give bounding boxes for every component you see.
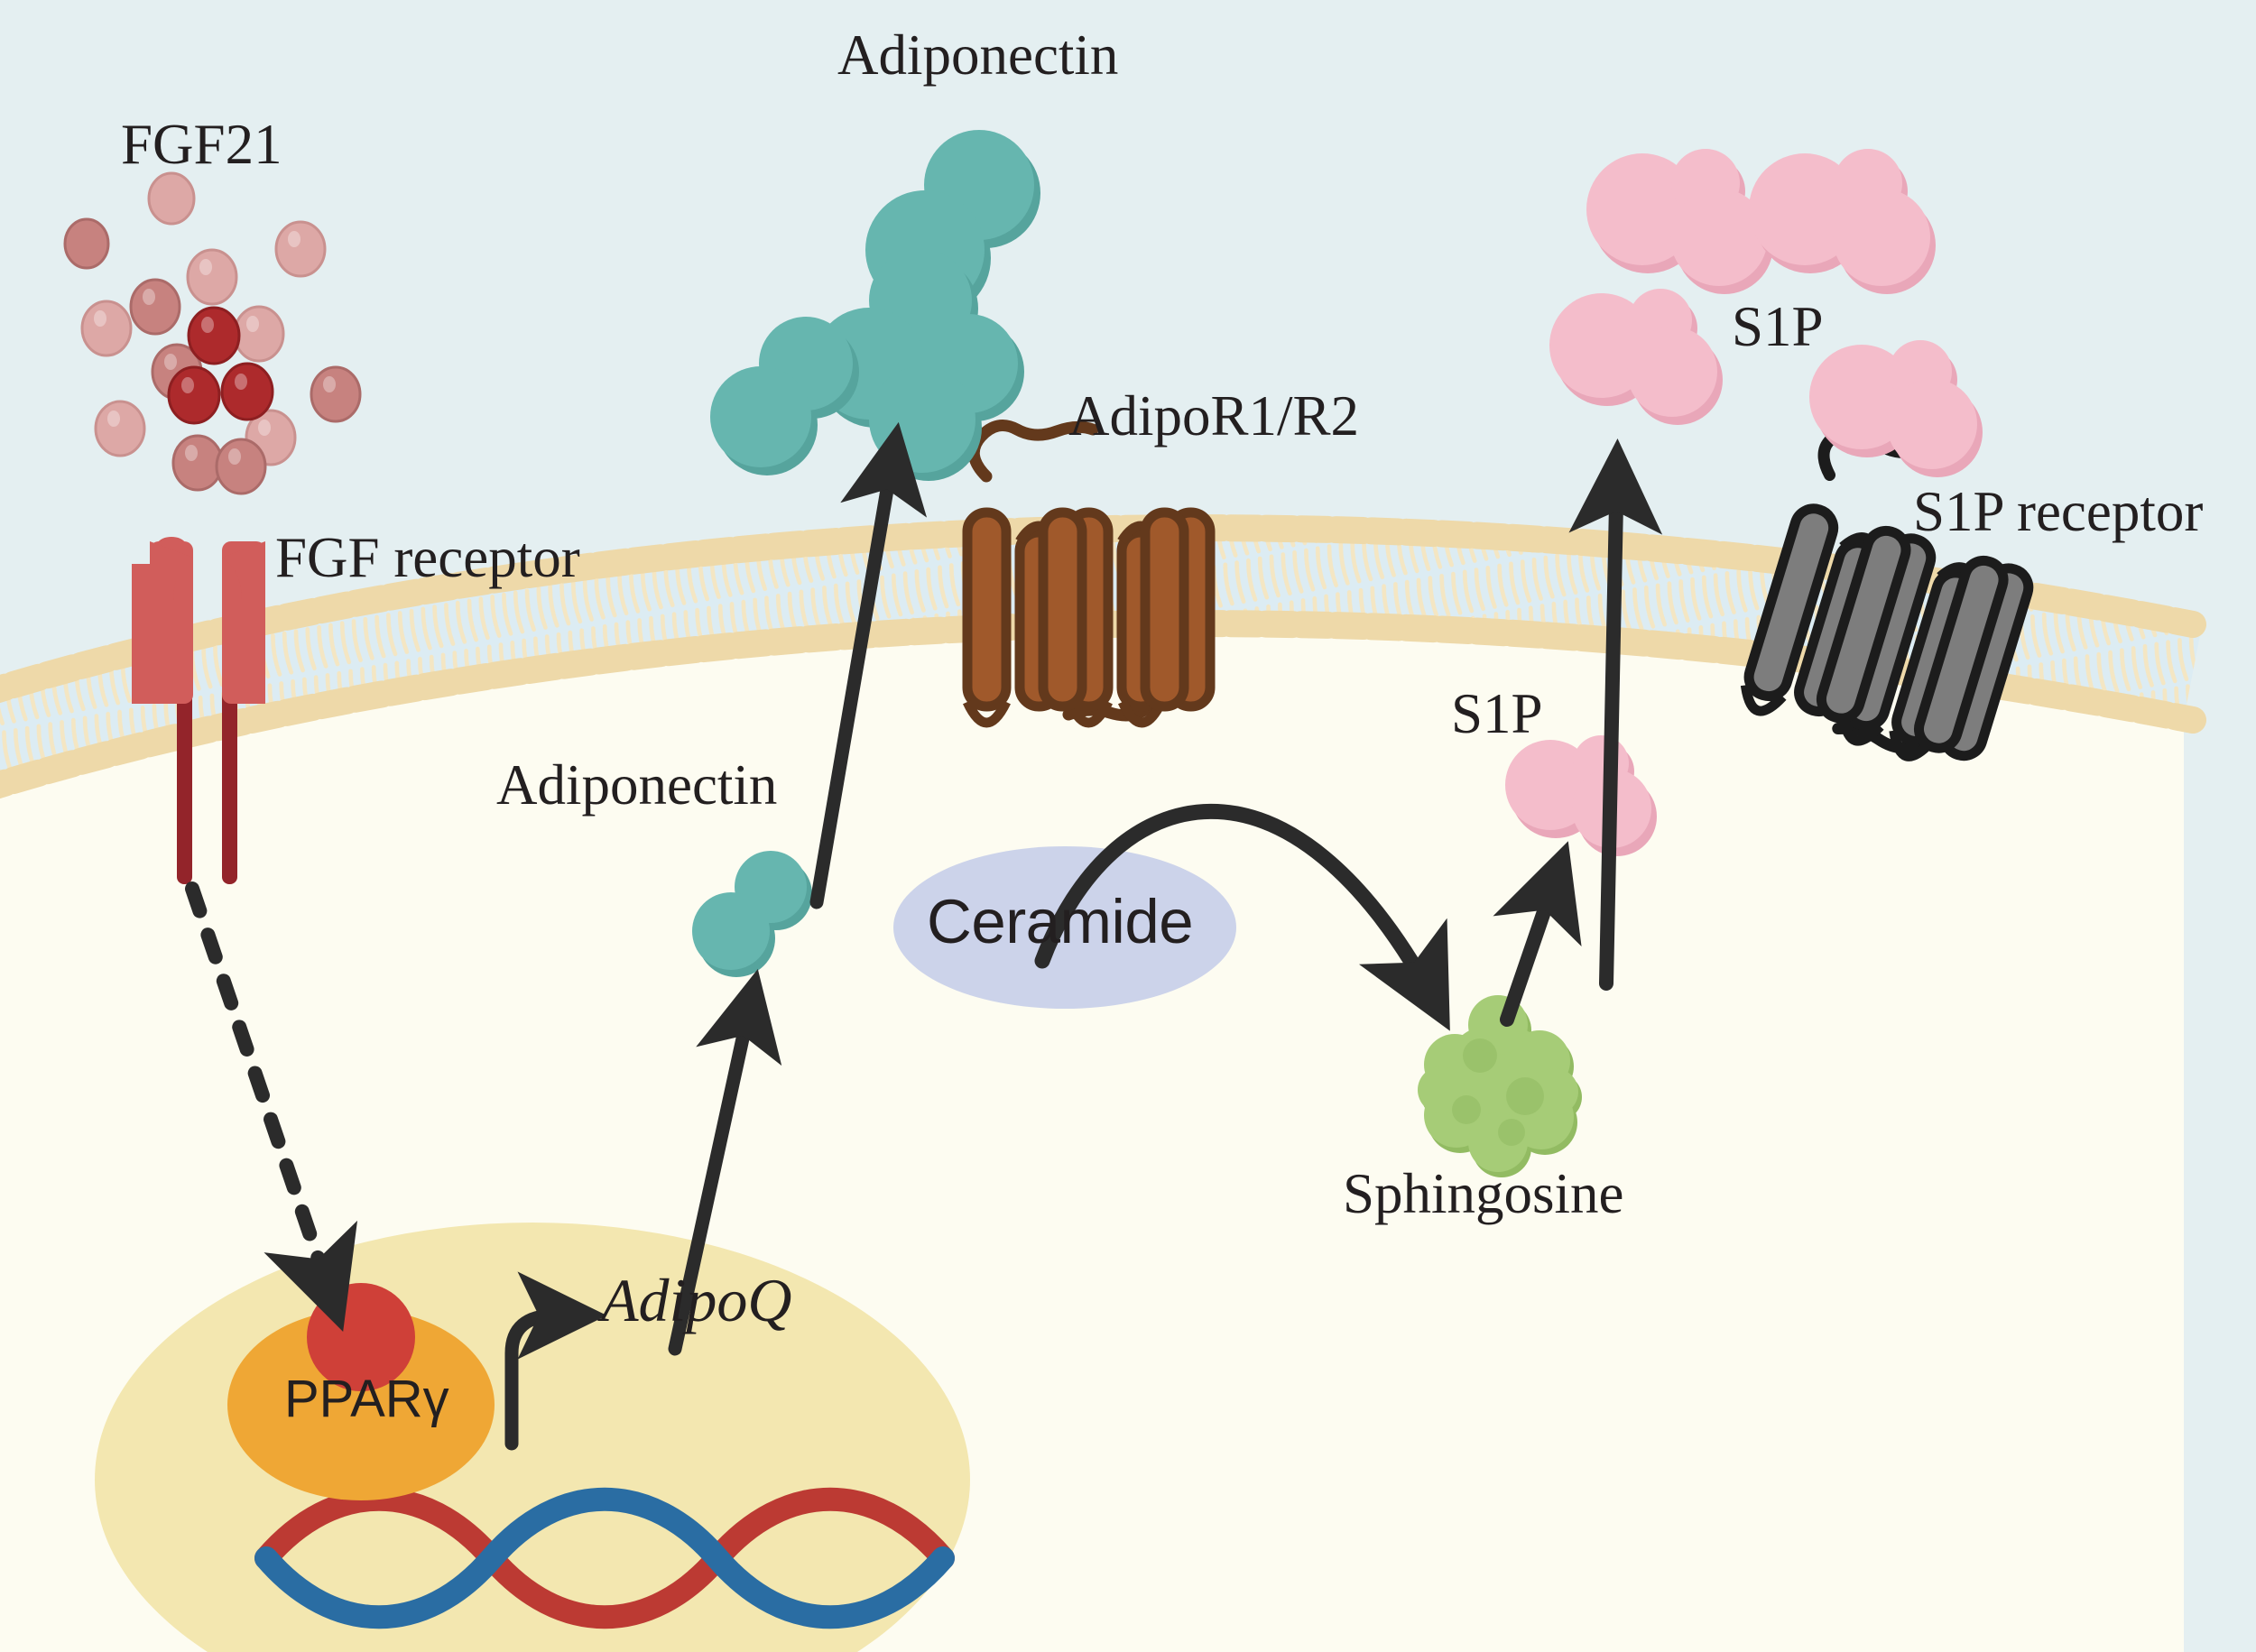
label-adiponectin-intracellular: Adiponectin [496,753,778,817]
s1p-molecule [1586,149,1773,294]
arrow-layer [185,421,1663,1451]
label-s1p-intracellular: S1P [1451,682,1543,745]
label-adipor1-r2: AdipoR1/R2 [1068,384,1360,448]
adiponectin-intracellular [692,851,812,977]
s1p-receptor[interactable] [1740,420,2059,776]
label-fgf21: FGF21 [121,113,282,176]
fgf-receptor[interactable] [132,537,265,884]
arrow-fgfr-to-nucleus [185,881,358,1332]
s1p-molecule [1549,289,1723,425]
label-adiponectin-extracellular: Adiponectin [837,23,1119,87]
ppar-gamma-body [227,1309,495,1500]
label-sphingosine: Sphingosine [1343,1162,1624,1225]
arrow-s1p-export [1568,438,1663,991]
fgf21-ligand-cluster [63,171,362,495]
s1p-molecule [1809,340,1983,477]
label-s1p-extracellular: S1P [1732,295,1824,358]
label-ppar-gamma: PPARγ [284,1370,449,1428]
label-s1p-receptor: S1P receptor [1913,480,2204,543]
arrow-adiponectin-secretion [809,421,928,909]
arrow-transcription [504,1271,607,1451]
s1p-extracellular-group [1549,149,1983,477]
label-adipoq-gene: AdipoQ [601,1266,792,1334]
arrow-sphingosine-to-s1p [1493,841,1582,1027]
label-ceramide: Ceramide [927,887,1194,956]
s1p-molecule [1749,149,1936,294]
adiponectin-molecule [710,317,859,475]
arrow-ceramide-to-sphingosine [1034,803,1450,1031]
label-fgf-receptor: FGF receptor [275,526,580,589]
sphingosine-molecule [1418,995,1582,1177]
arrow-adipoq-to-adiponectin [668,969,782,1356]
